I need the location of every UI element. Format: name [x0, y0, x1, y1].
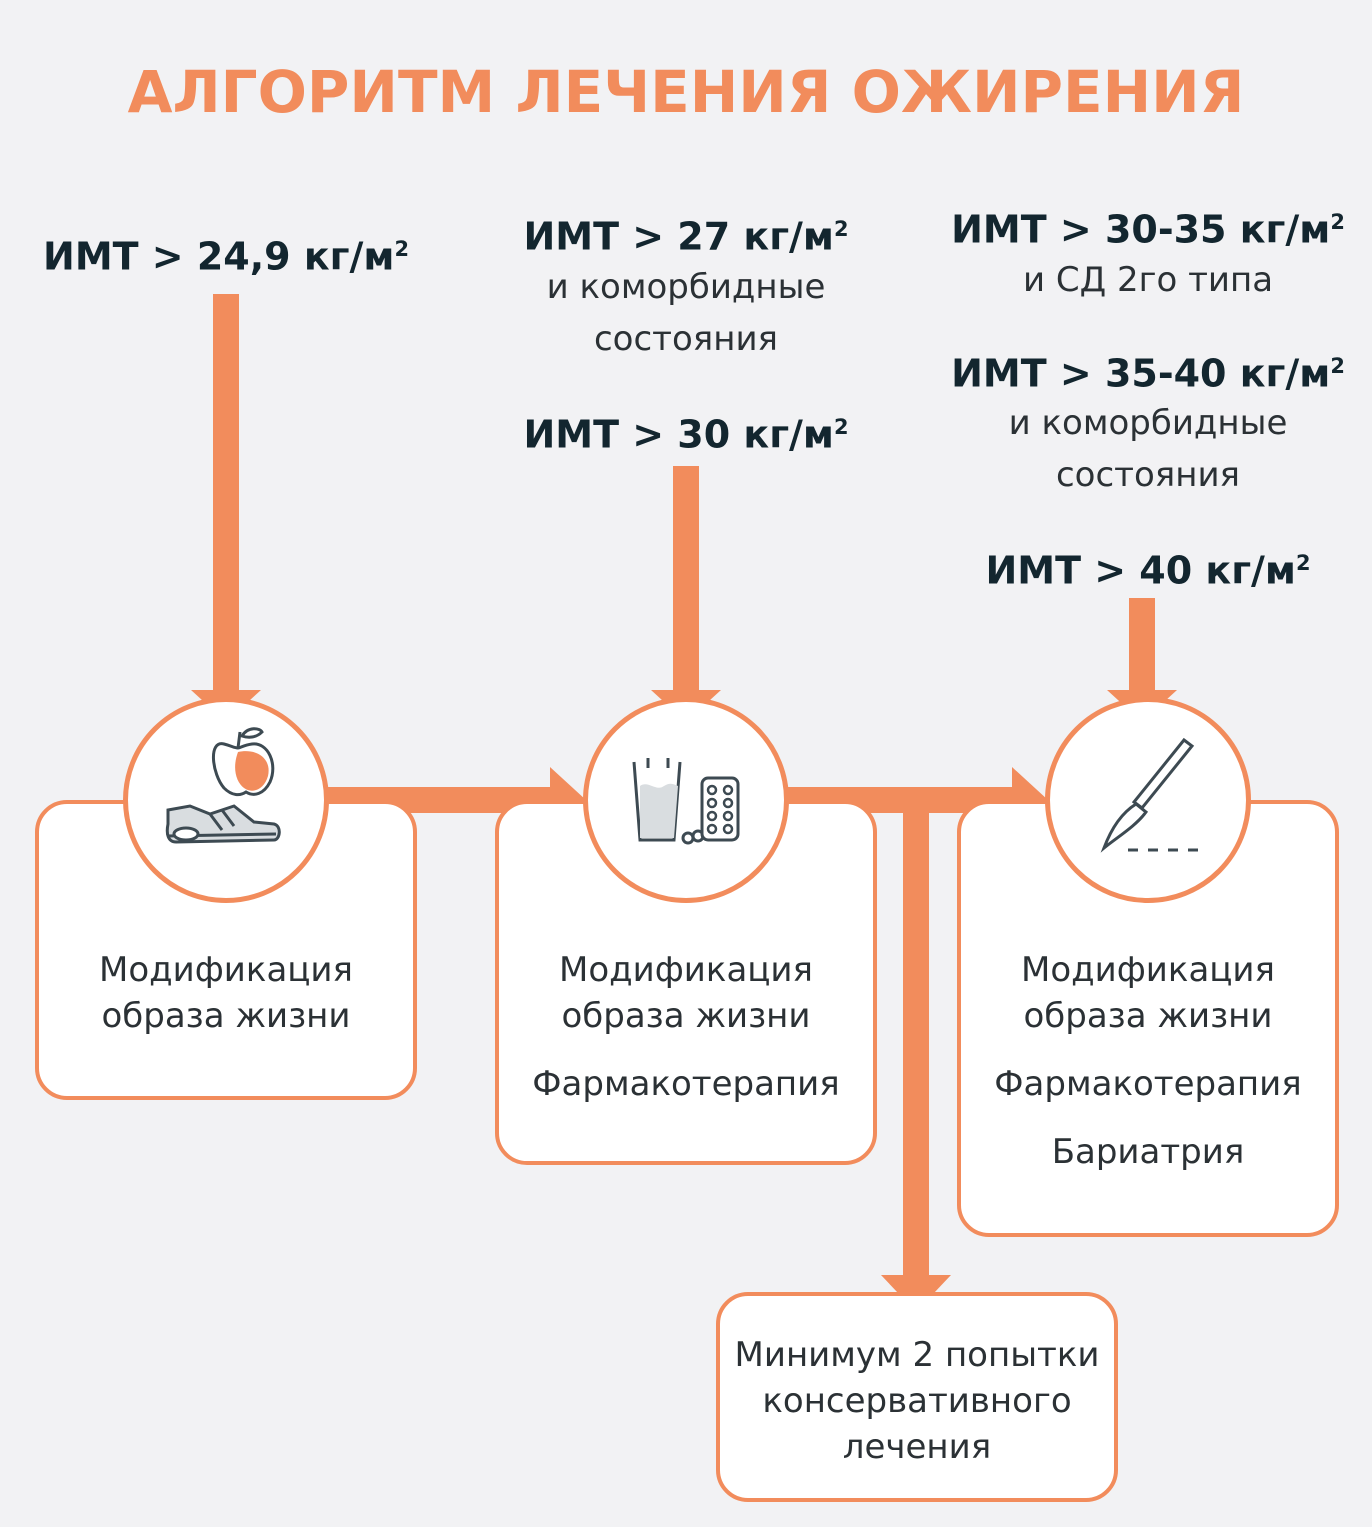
treatment-item: Бариатрия: [1051, 1132, 1245, 1172]
treatment-box-col3: Модификация образа жизни Фармакотерапия …: [957, 800, 1339, 1237]
glass-and-pills-icon: [632, 758, 740, 845]
criteria-note: и коморбидные: [546, 266, 826, 307]
treatment-item: Фармакотерапия: [532, 1064, 840, 1104]
criteria-col2: ИМТ > 27 кг/м2 и коморбидные состояния И…: [486, 205, 886, 458]
treatment-box-col2: Модификация образа жизни Фармакотерапия: [495, 800, 877, 1165]
criteria-note: состояния: [593, 318, 779, 359]
treatment-item: Модификация образа жизни: [99, 950, 353, 1036]
surgery-circle: [1045, 697, 1251, 903]
criteria-col1: ИМТ > 24,9 кг/м2: [20, 225, 432, 281]
scalpel-icon: [1100, 737, 1198, 853]
treatment-item: Модификация образа жизни: [559, 950, 813, 1036]
page-title: АЛГОРИТМ ЛЕЧЕНИЯ ОЖИРЕНИЯ: [127, 58, 1245, 126]
treatment-item: Фармакотерапия: [994, 1064, 1302, 1104]
bmi-threshold: ИМТ > 30 кг/м2: [523, 412, 849, 457]
lifestyle-circle: [123, 697, 329, 903]
conservative-treatment-box: Минимум 2 попытки консервативного лечени…: [716, 1292, 1118, 1502]
criteria-note: и СД 2го типа: [1022, 259, 1274, 300]
bmi-threshold: ИМТ > 35-40 кг/м2: [951, 351, 1345, 396]
pharmacotherapy-circle: [583, 697, 789, 903]
bmi-threshold: ИМТ > 24,9 кг/м2: [43, 234, 409, 279]
criteria-note: и коморбидные: [1008, 403, 1288, 444]
arrow-shaft-col3: [1129, 598, 1155, 694]
footnote-line: лечения: [842, 1427, 992, 1467]
bmi-threshold: ИМТ > 40 кг/м2: [985, 548, 1311, 593]
bmi-threshold: ИМТ > 27 кг/м2: [523, 214, 849, 259]
arrow-down-footnote: [903, 800, 929, 1278]
apple-and-sneaker-icon: [165, 727, 281, 844]
footnote-line: Минимум 2 попытки: [734, 1335, 1100, 1375]
treatment-item: Модификация образа жизни: [1021, 950, 1275, 1036]
bmi-threshold: ИМТ > 30-35 кг/м2: [951, 207, 1345, 252]
arrow-shaft-col1: [213, 294, 239, 694]
criteria-note: состояния: [1055, 455, 1241, 496]
criteria-col3: ИМТ > 30-35 кг/м2 и СД 2го типа ИМТ > 35…: [940, 198, 1356, 595]
arrow-shaft-col2: [673, 466, 699, 694]
footnote-line: консервативного: [762, 1381, 1072, 1421]
